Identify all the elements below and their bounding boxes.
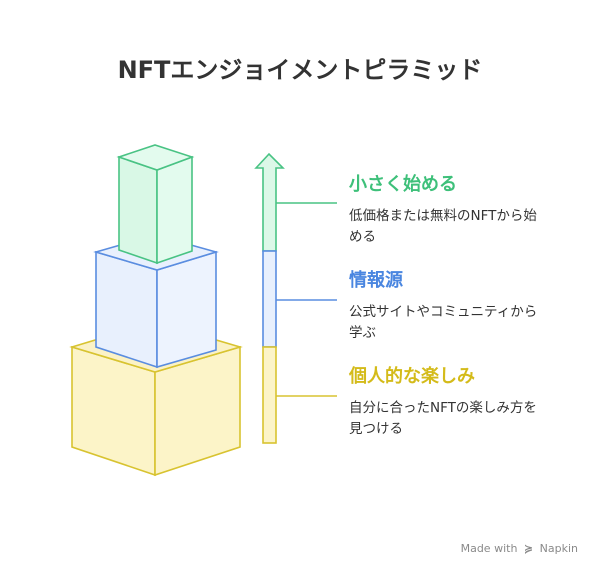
- page-title: NFTエンジョイメントピラミッド: [117, 56, 483, 84]
- block-bottom: [69, 321, 243, 477]
- level-1-desc: 低価格または無料のNFTから始める: [349, 208, 537, 245]
- block-top: [116, 144, 195, 265]
- footer-brand: Napkin: [539, 542, 578, 555]
- level-2-desc: 公式サイトやコミュニティから学ぶ: [349, 304, 538, 341]
- footer-credit: Made with ≽ Napkin: [461, 542, 578, 555]
- up-arrow: [254, 152, 285, 444]
- level-3-title: 個人的な楽しみ: [349, 366, 475, 387]
- level-3-desc: 自分に合ったNFTの楽しみ方を見つける: [349, 400, 537, 437]
- level-2-title: 情報源: [349, 270, 403, 291]
- napkin-logo-icon: ≽: [523, 542, 534, 555]
- level-1-title: 小さく始める: [349, 174, 457, 195]
- footer-prefix: Made with: [460, 542, 518, 555]
